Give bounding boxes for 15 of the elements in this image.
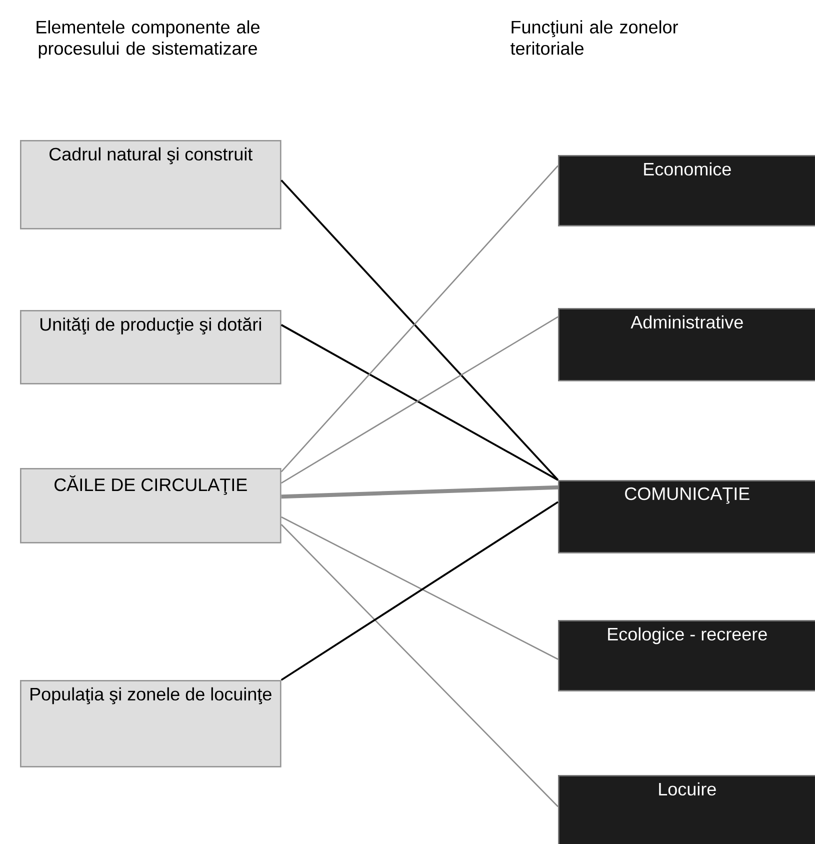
heading: Elementele componente ale procesului de sistematizare <box>36 20 260 58</box>
heading: Funcţiuni ale zonelor teritoriale <box>510 20 678 55</box>
element-box: Cadrul natural şi construit <box>20 140 282 230</box>
function-box: COMUNICAŢIE <box>558 480 815 554</box>
connector-line <box>280 501 558 681</box>
connector-line <box>281 485 558 499</box>
element-box: Populaţia şi zonele de locuinţe <box>20 680 282 768</box>
element-box: Unităţi de producţie şi dotări <box>20 310 282 384</box>
function-box: Ecologice - recreere <box>558 620 815 692</box>
connector-line <box>281 516 558 660</box>
function-box: Economice <box>558 155 815 226</box>
function-box: Locuire <box>558 775 815 844</box>
function-box: Administrative <box>558 308 815 382</box>
element-box: CĂILE DE CIRCULAŢIE <box>20 468 282 544</box>
connector-line <box>280 524 558 808</box>
